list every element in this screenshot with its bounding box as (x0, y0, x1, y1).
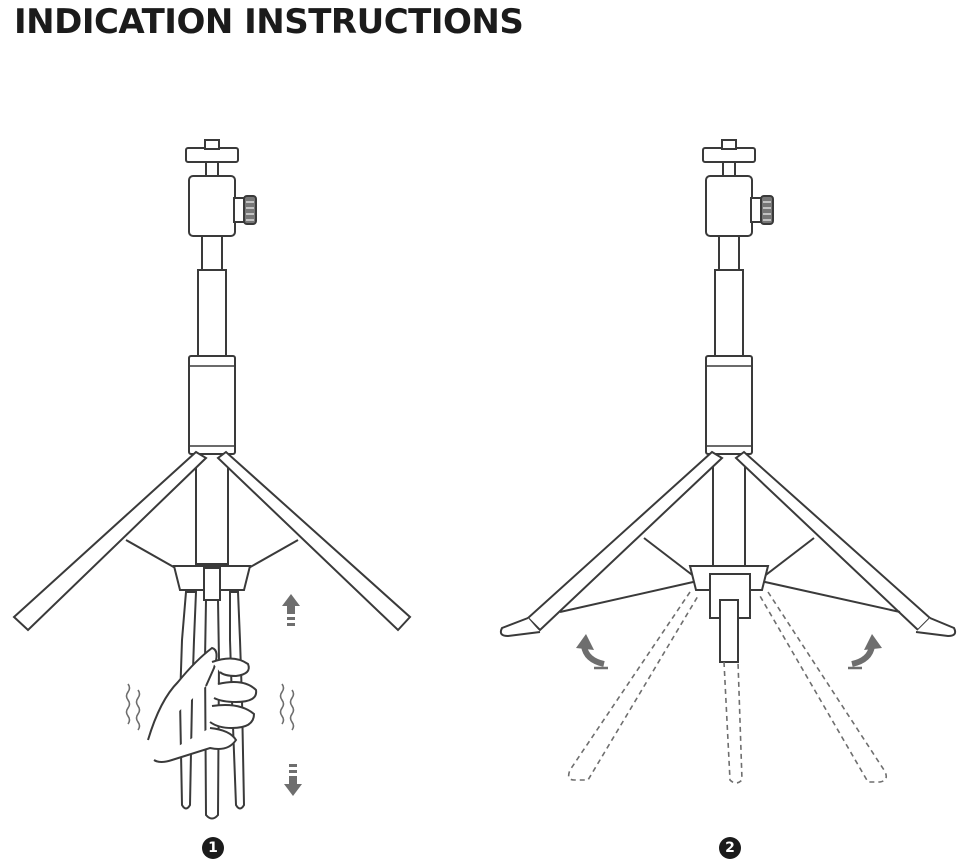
step-1-badge: 1 (202, 837, 224, 859)
step-2-badge: 2 (719, 837, 741, 859)
tripod-step-1 (12, 139, 412, 820)
tripod-step-2 (499, 139, 957, 784)
curved-arrow-right-icon (848, 634, 882, 670)
curved-arrow-left-icon (576, 634, 608, 670)
page-title: INDICATION INSTRUCTIONS (14, 2, 524, 42)
down-arrow-icon (284, 764, 302, 796)
up-arrow-icon (282, 594, 300, 626)
